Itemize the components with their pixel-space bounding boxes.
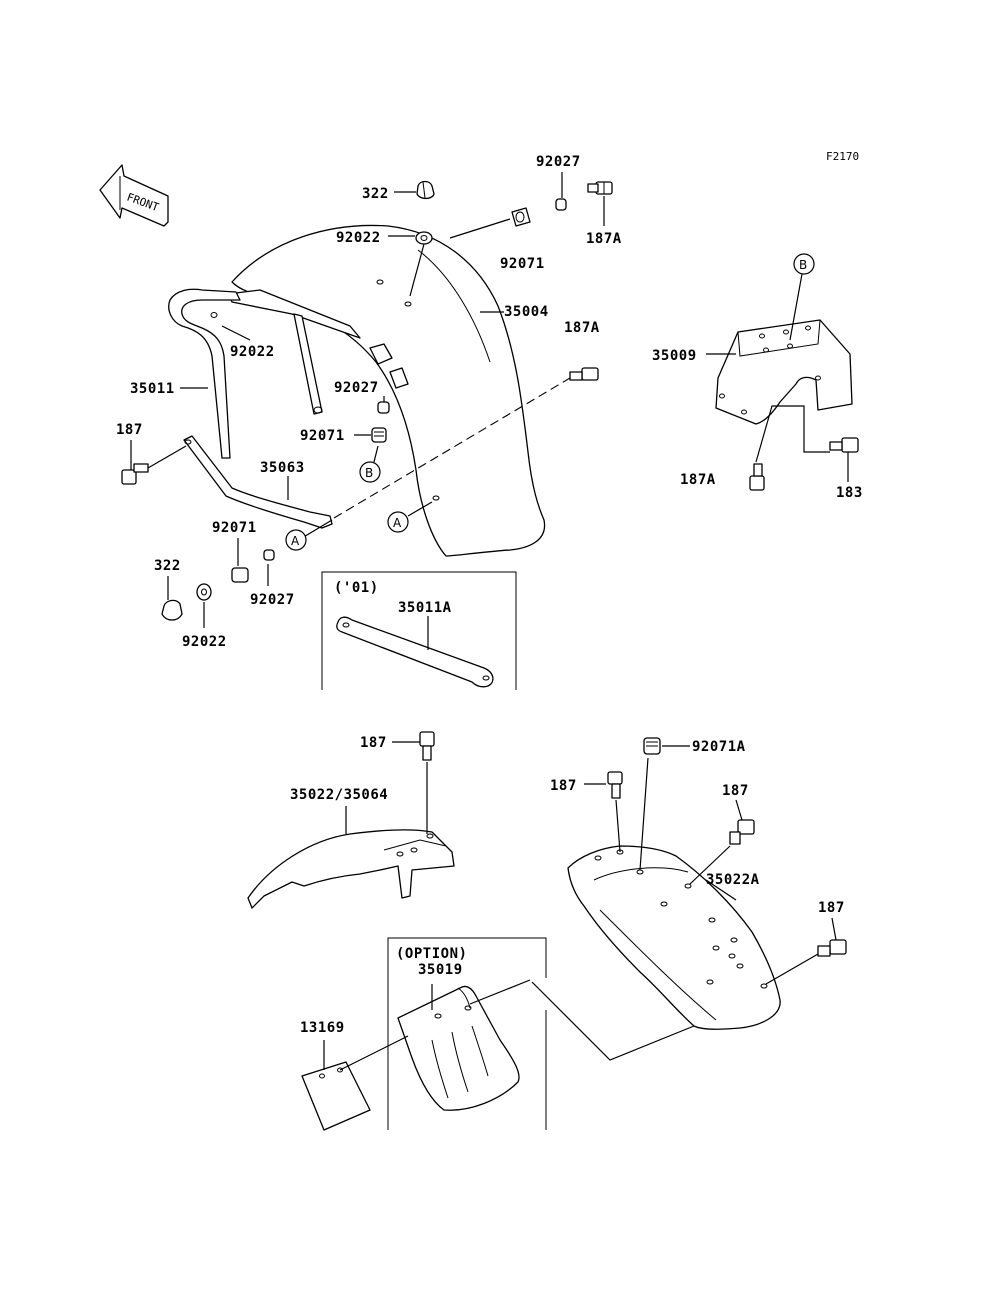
label-35009: 35009 bbox=[652, 348, 697, 364]
part-labels: 322 92027 92022 92071 187A 35004 187A 92… bbox=[116, 154, 863, 1036]
collar-92027-top bbox=[555, 198, 567, 211]
grommet-92071-low bbox=[231, 567, 249, 583]
svg-text:A: A bbox=[291, 534, 300, 548]
label-92022-low: 92022 bbox=[182, 634, 227, 650]
label-187-left: 187 bbox=[116, 422, 143, 438]
label-92071A: 92071A bbox=[692, 739, 746, 755]
cap-nut-322-top bbox=[416, 180, 435, 200]
label-92027-low: 92027 bbox=[250, 592, 295, 608]
bolt-187-front bbox=[419, 731, 435, 761]
front-fender-35022A bbox=[567, 845, 781, 1030]
svg-text:B: B bbox=[365, 466, 373, 480]
grommet-92071-mid bbox=[371, 427, 387, 443]
year-01-box: ('01) bbox=[321, 571, 517, 690]
cap-nut-322-low bbox=[161, 599, 183, 621]
callout-a-bracket: A bbox=[285, 529, 307, 551]
bolt-187A-right bbox=[749, 463, 765, 491]
label-187-rear3: 187 bbox=[818, 900, 845, 916]
label-187A-top: 187A bbox=[586, 231, 622, 247]
bracket-35063 bbox=[183, 435, 333, 529]
front-arrow-icon: FRONT bbox=[99, 164, 169, 227]
label-322-low: 322 bbox=[154, 558, 181, 574]
option-box: (OPTION) bbox=[301, 937, 547, 1131]
label-92022-mid: 92022 bbox=[230, 344, 275, 360]
callout-b-right: B bbox=[793, 253, 815, 275]
label-92071-top: 92071 bbox=[500, 256, 545, 272]
leader-lines-front bbox=[345, 741, 837, 1061]
callout-b-mid: B bbox=[359, 461, 381, 483]
label-35063: 35063 bbox=[260, 460, 305, 476]
label-187-rear2: 187 bbox=[722, 783, 749, 799]
svg-text:B: B bbox=[799, 258, 807, 272]
grommet-92071A bbox=[643, 737, 661, 755]
bolt-187-rear1 bbox=[607, 771, 623, 799]
bolt-187-rear3 bbox=[817, 939, 847, 957]
bracket-35009 bbox=[715, 319, 853, 425]
leader-lines-35009 bbox=[706, 273, 849, 482]
label-187A-right: 187A bbox=[680, 472, 716, 488]
bolt-183 bbox=[829, 437, 859, 453]
label-183: 183 bbox=[836, 485, 863, 501]
front-fender-35022-35064 bbox=[247, 829, 455, 909]
washer-92022-top bbox=[415, 231, 433, 245]
label-35019: 35019 bbox=[418, 962, 463, 978]
label-187A-mid: 187A bbox=[564, 320, 600, 336]
option-box-label: (OPTION) bbox=[396, 946, 467, 962]
label-92022-top: 92022 bbox=[336, 230, 381, 246]
label-92071-low: 92071 bbox=[212, 520, 257, 536]
year-box-label: ('01) bbox=[334, 580, 379, 596]
collar-92027-low bbox=[263, 549, 275, 561]
label-13169: 13169 bbox=[300, 1020, 345, 1036]
label-92027-top: 92027 bbox=[536, 154, 581, 170]
bolt-187-rear2 bbox=[729, 819, 755, 845]
diagram-code: F2170 bbox=[826, 150, 859, 163]
label-35004: 35004 bbox=[504, 304, 549, 320]
leader-lines-upper bbox=[130, 172, 605, 628]
label-35011: 35011 bbox=[130, 381, 175, 397]
label-187-front: 187 bbox=[360, 735, 387, 751]
bolt-187-left bbox=[121, 463, 149, 485]
label-35011A: 35011A bbox=[398, 600, 452, 616]
rail-35011 bbox=[168, 288, 323, 459]
label-187-rear1: 187 bbox=[550, 778, 577, 794]
collar-92027-mid bbox=[377, 401, 390, 414]
bolt-187A-mid bbox=[569, 367, 599, 381]
label-35022-35064: 35022/35064 bbox=[290, 787, 388, 803]
label-92027-mid: 92027 bbox=[334, 380, 379, 396]
washer-92022-low bbox=[196, 583, 212, 601]
label-92071-mid: 92071 bbox=[300, 428, 345, 444]
label-322-top: 322 bbox=[362, 186, 389, 202]
label-35022A: 35022A bbox=[706, 872, 760, 888]
grommet-92071-top bbox=[511, 207, 531, 227]
bolt-187A-top bbox=[587, 181, 613, 195]
svg-text:A: A bbox=[393, 516, 402, 530]
callout-a-fender: A bbox=[387, 511, 409, 533]
